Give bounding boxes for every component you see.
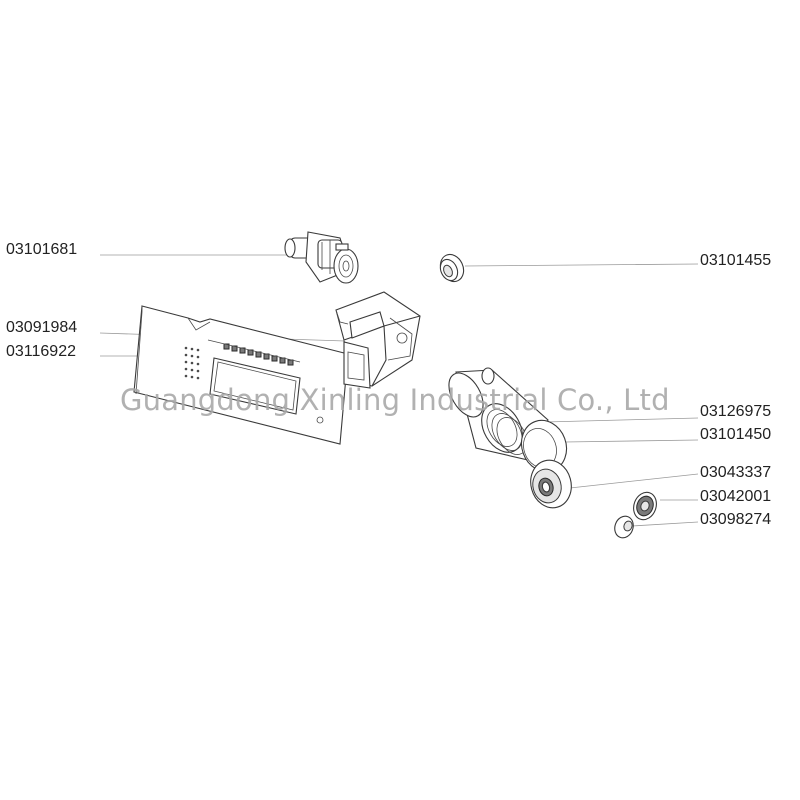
label-03101681: 03101681 [6, 241, 78, 258]
label-03126975: 03126975 [700, 403, 772, 420]
part-03042001-drawing [633, 491, 657, 521]
part-03043337-drawing [530, 459, 572, 509]
part-03101681-drawing [284, 231, 359, 284]
leader-03098274 [631, 521, 699, 527]
part-03116922-drawing [133, 305, 349, 445]
label-03043337: 03043337 [700, 464, 772, 481]
label-03101450: 03101450 [700, 426, 772, 443]
label-03091984: 03091984 [6, 319, 78, 336]
label-03042001: 03042001 [700, 488, 772, 505]
leader-03101450 [564, 439, 699, 443]
leader-03043337 [569, 473, 699, 489]
label-03116922: 03116922 [6, 343, 76, 360]
company-watermark: Guangdong Xinling Industrial Co., Ltd [120, 383, 670, 417]
part-03098274-drawing [614, 515, 634, 539]
label-03101455: 03101455 [700, 252, 772, 269]
part-03091984-drawing [335, 291, 421, 389]
part-03101455-drawing [439, 253, 465, 283]
label-03098274: 03098274 [700, 511, 772, 528]
leader-03126975 [544, 417, 699, 423]
leader-03101455 [464, 263, 699, 267]
